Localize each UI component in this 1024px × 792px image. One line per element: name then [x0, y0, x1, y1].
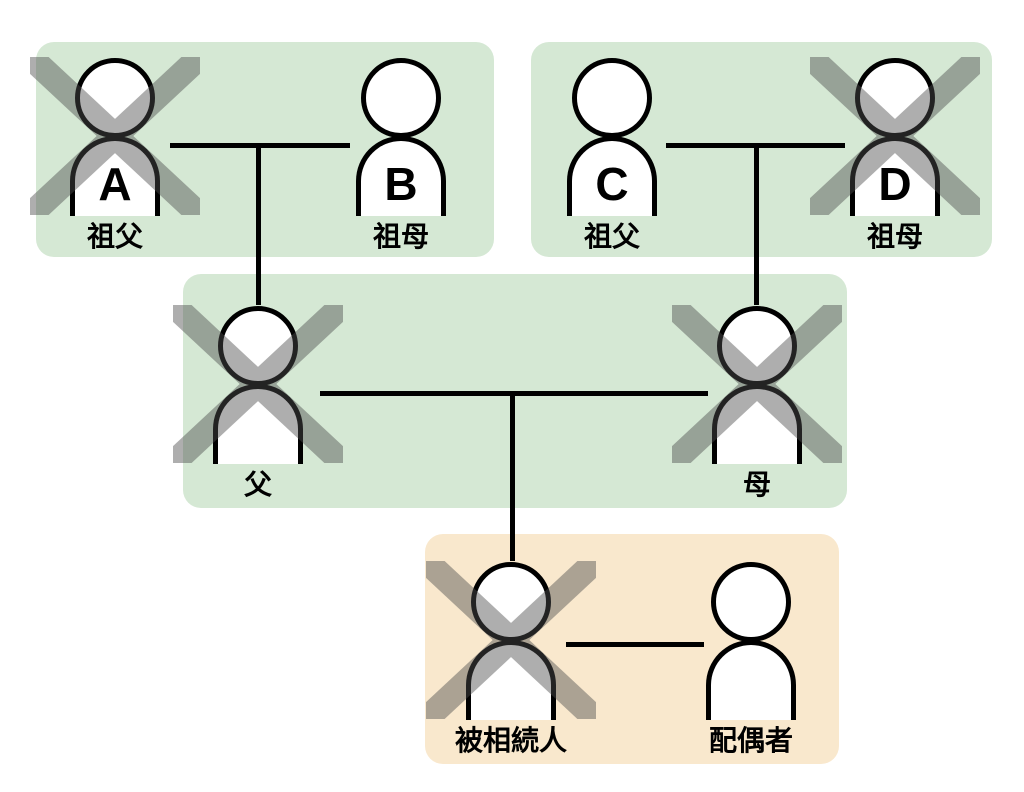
- person-head-icon: [361, 58, 441, 138]
- person-spouse: 配偶者: [706, 562, 796, 757]
- person-grandmother-d: D 祖母: [810, 57, 980, 253]
- person-body-icon: [706, 640, 796, 720]
- person-head-icon: [75, 58, 155, 138]
- person-letter: C: [595, 157, 629, 210]
- person-body-icon: [213, 384, 303, 464]
- person-head-icon: [711, 562, 791, 642]
- person-label: 母: [742, 469, 771, 500]
- person-head-icon: [717, 306, 797, 386]
- person-head-icon: [855, 58, 935, 138]
- person-body-icon: B: [356, 136, 446, 216]
- person-label: 父: [243, 469, 272, 500]
- person-body-icon: [466, 640, 556, 720]
- person-label: 被相続人: [455, 725, 568, 756]
- person-father: 父: [173, 305, 343, 501]
- person-label: 祖母: [372, 221, 429, 252]
- person-head-icon: [218, 306, 298, 386]
- person-grandfather-c: C 祖父: [567, 58, 657, 253]
- marriage-line-decedent-spouse: [566, 642, 704, 647]
- person-body-icon: C: [567, 136, 657, 216]
- person-decedent: 被相続人: [426, 561, 596, 757]
- person-letter: A: [98, 157, 132, 210]
- person-label: 祖母: [866, 221, 923, 252]
- person-grandfather-a: A 祖父: [30, 57, 200, 253]
- person-body-icon: [712, 384, 802, 464]
- person-mother: 母: [672, 305, 842, 501]
- person-body-icon: D: [850, 136, 940, 216]
- person-head-icon: [471, 562, 551, 642]
- person-letter: B: [384, 157, 418, 210]
- person-label: 祖父: [583, 221, 640, 252]
- descent-line-to-decedent: [510, 393, 515, 561]
- person-grandmother-b: B 祖母: [356, 58, 446, 253]
- person-label: 祖父: [86, 221, 143, 252]
- descent-line-right-to-mother: [754, 145, 759, 305]
- person-letter: D: [878, 157, 912, 210]
- person-label: 配偶者: [708, 725, 793, 756]
- person-body-icon: A: [70, 136, 160, 216]
- descent-line-left-to-father: [256, 145, 261, 305]
- person-head-icon: [572, 58, 652, 138]
